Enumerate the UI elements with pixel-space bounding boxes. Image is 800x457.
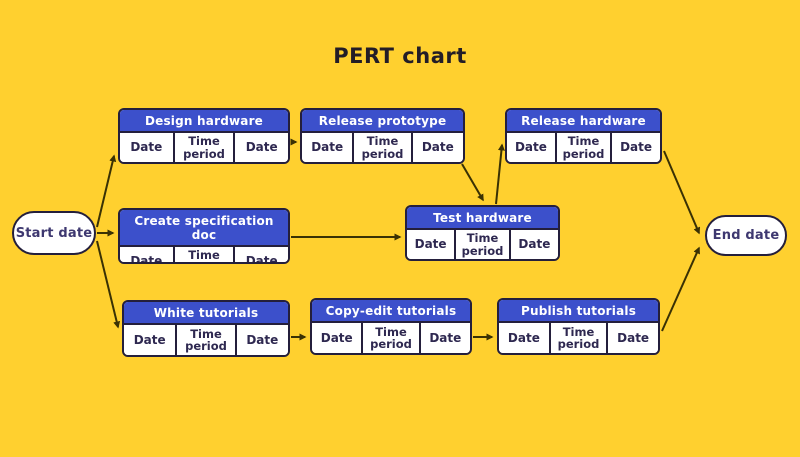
chart-title: PERT chart — [333, 44, 467, 68]
task-cells: Date Time period Date — [407, 230, 558, 259]
date-cell: Date — [421, 140, 454, 155]
date-cell: Date — [429, 330, 462, 345]
arrow-start-to-white-tutorials — [96, 240, 121, 329]
date-cell: Date — [507, 330, 540, 345]
date-cell: Date — [514, 140, 547, 155]
task-node-create-specification-doc: Create specification doc Date Time perio… — [118, 208, 290, 264]
date-cell: Date — [320, 330, 353, 345]
task-node-release-prototype: Release prototype Date Time period Date — [300, 108, 465, 164]
task-title: Test hardware — [407, 207, 558, 230]
date-cell: Date — [246, 332, 279, 347]
time-period-cell: Time period — [175, 325, 237, 355]
arrow-release-hardware-to-end — [663, 150, 701, 235]
task-cells: Date Time period Date — [499, 323, 658, 353]
time-period-cell: Time period — [454, 230, 511, 259]
date-cell: Date — [245, 140, 278, 155]
task-cells: Date Time period Date — [120, 133, 288, 162]
date-cell: Date — [617, 330, 650, 345]
start-node: Start date — [12, 211, 96, 255]
time-period-cell: Time period — [172, 133, 236, 162]
date-cell: Date — [414, 237, 447, 252]
date-cell: Date — [130, 253, 163, 264]
task-node-white-tutorials: White tutorials Date Time period Date — [122, 300, 290, 357]
time-period-cell: Time period — [548, 323, 609, 353]
task-node-test-hardware: Test hardware Date Time period Date — [405, 205, 560, 261]
time-period-cell: Time period — [172, 247, 236, 262]
date-cell: Date — [311, 140, 344, 155]
date-cell: Date — [620, 140, 653, 155]
arrow-test-hardware-to-release-hardware — [495, 143, 505, 205]
task-node-copy-edit-tutorials: Copy-edit tutorials Date Time period Dat… — [310, 298, 472, 355]
task-title: White tutorials — [124, 302, 288, 325]
task-title: Release prototype — [302, 110, 463, 133]
task-cells: Date Time period Date — [507, 133, 660, 162]
arrow-release-prototype-to-test-hardware — [461, 163, 484, 202]
task-title: Design hardware — [120, 110, 288, 133]
task-cells: Date Time period Date — [124, 325, 288, 355]
task-title: Create specification doc — [120, 210, 288, 247]
task-node-release-hardware: Release hardware Date Time period Date — [505, 108, 662, 164]
task-cells: Date Time period Date — [312, 323, 470, 353]
task-cells: Date Time period Date — [120, 247, 288, 264]
date-cell: Date — [130, 140, 163, 155]
date-cell: Date — [133, 332, 166, 347]
task-cells: Date Time period Date — [302, 133, 463, 162]
end-node: End date — [705, 215, 787, 256]
task-node-publish-tutorials: Publish tutorials Date Time period Date — [497, 298, 660, 355]
task-node-design-hardware: Design hardware Date Time period Date — [118, 108, 290, 164]
task-title: Publish tutorials — [499, 300, 658, 323]
date-cell: Date — [245, 253, 278, 264]
date-cell: Date — [518, 237, 551, 252]
task-title: Copy-edit tutorials — [312, 300, 470, 323]
task-title: Release hardware — [507, 110, 660, 133]
arrow-publish-tutorials-to-end — [661, 246, 700, 332]
arrow-start-to-design-hardware — [96, 154, 117, 228]
time-period-cell: Time period — [361, 323, 421, 353]
time-period-cell: Time period — [554, 133, 613, 162]
time-period-cell: Time period — [352, 133, 413, 162]
